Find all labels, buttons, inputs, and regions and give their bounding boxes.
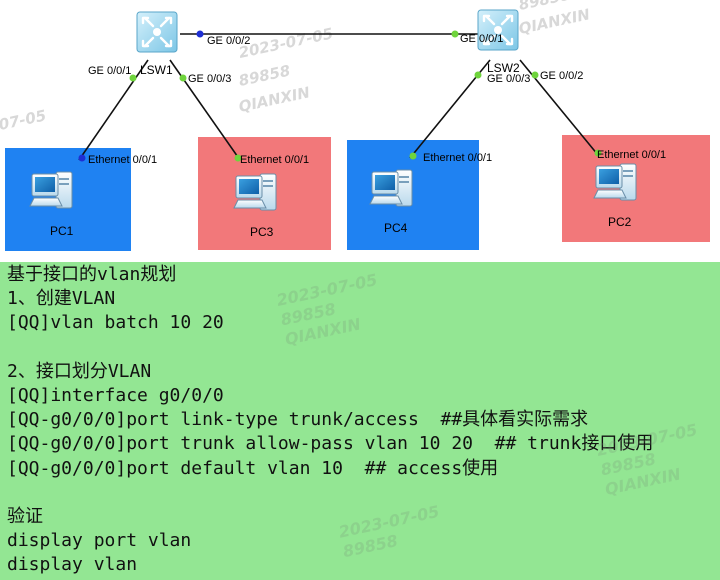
pc-pc2-label: PC2	[608, 215, 632, 229]
port-label-lsw1-ge001: GE 0/0/1	[88, 65, 131, 77]
port-label-lsw2-ge002: GE 0/0/2	[540, 70, 583, 82]
pc-pc3[interactable]: PC3	[233, 173, 277, 239]
port-dot-lsw1-ge001	[129, 74, 137, 82]
config-blank-line	[0, 336, 720, 360]
config-cmd-default-vlan: [QQ-g0/0/0]port default vlan 10 ## acces…	[7, 457, 499, 479]
config-verify-heading: 验证	[7, 505, 43, 527]
port-label-pc3: Ethernet 0/0/1	[240, 154, 309, 166]
link-lsw1-pc1	[78, 59, 149, 161]
port-dot-pc2	[594, 149, 602, 157]
config-cmd-link-type: [QQ-g0/0/0]port link-type trunk/access #…	[7, 409, 589, 431]
svg-text:89858: 89858	[237, 61, 292, 89]
config-cmd-trunk-allow: [QQ-g0/0/0]port trunk allow-pass vlan 10…	[7, 433, 654, 455]
network-topology-diagram: 2023-07-05 89858 QIANXIN 07-05 89858 QIA…	[0, 0, 710, 251]
config-cmd-display-vlan: display vlan	[7, 554, 138, 576]
port-label-lsw1-ge003: GE 0/0/3	[188, 73, 231, 85]
pc-icon	[369, 169, 413, 207]
port-dot-lsw2-ge002	[531, 71, 539, 79]
pc-pc1[interactable]: PC1	[29, 171, 74, 238]
port-label-pc2: Ethernet 0/0/1	[597, 149, 666, 161]
switch-lsw2-label: LSW2	[487, 61, 520, 75]
switch-lsw2[interactable]: LSW2	[476, 8, 520, 75]
config-cmd-display-port-vlan: display port vlan	[7, 530, 192, 552]
switch-icon	[135, 10, 179, 54]
port-label-pc4: Ethernet 0/0/1	[423, 152, 492, 164]
pc-pc4[interactable]: PC4	[369, 169, 413, 235]
config-step-assign-vlan: 2、接口划分VLAN	[7, 360, 152, 382]
pc-pc1-label: PC1	[50, 224, 74, 238]
svg-text:2023-07-05: 2023-07-05	[237, 24, 335, 62]
pc-icon	[593, 163, 637, 201]
pc-icon	[233, 173, 277, 211]
switch-lsw1[interactable]: LSW1	[135, 10, 179, 77]
config-cmd-interface: [QQ]interface g0/0/0	[7, 384, 224, 406]
switch-lsw1-label: LSW1	[140, 63, 173, 77]
config-cmd-vlan-batch: [QQ]vlan batch 10 20	[7, 312, 224, 334]
port-dot-lsw1-ge003	[179, 74, 187, 82]
pc-pc4-label: PC4	[384, 221, 408, 235]
pc-pc3-label: PC3	[250, 225, 274, 239]
port-dot-lsw1-ge002	[196, 30, 204, 38]
config-heading: 基于接口的vlan规划	[7, 264, 177, 285]
port-dot-lsw2-ge001	[451, 30, 459, 38]
port-dot-pc4	[409, 152, 417, 160]
config-step-create-vlan: 1、创建VLAN	[7, 288, 116, 310]
port-label-pc1: Ethernet 0/0/1	[88, 154, 157, 166]
pc-icon	[29, 171, 73, 209]
port-dot-pc1	[78, 154, 86, 162]
port-dot-lsw2-ge003	[474, 71, 482, 79]
pc-pc2[interactable]: PC2	[593, 163, 637, 229]
port-label-lsw1-ge002: GE 0/0/2	[207, 35, 250, 47]
port-dot-pc3	[234, 154, 242, 162]
svg-text:07-05: 07-05	[0, 106, 48, 134]
port-label-lsw2-ge001: GE 0/0/1	[460, 33, 503, 45]
port-label-lsw2-ge003: GE 0/0/3	[487, 73, 530, 85]
